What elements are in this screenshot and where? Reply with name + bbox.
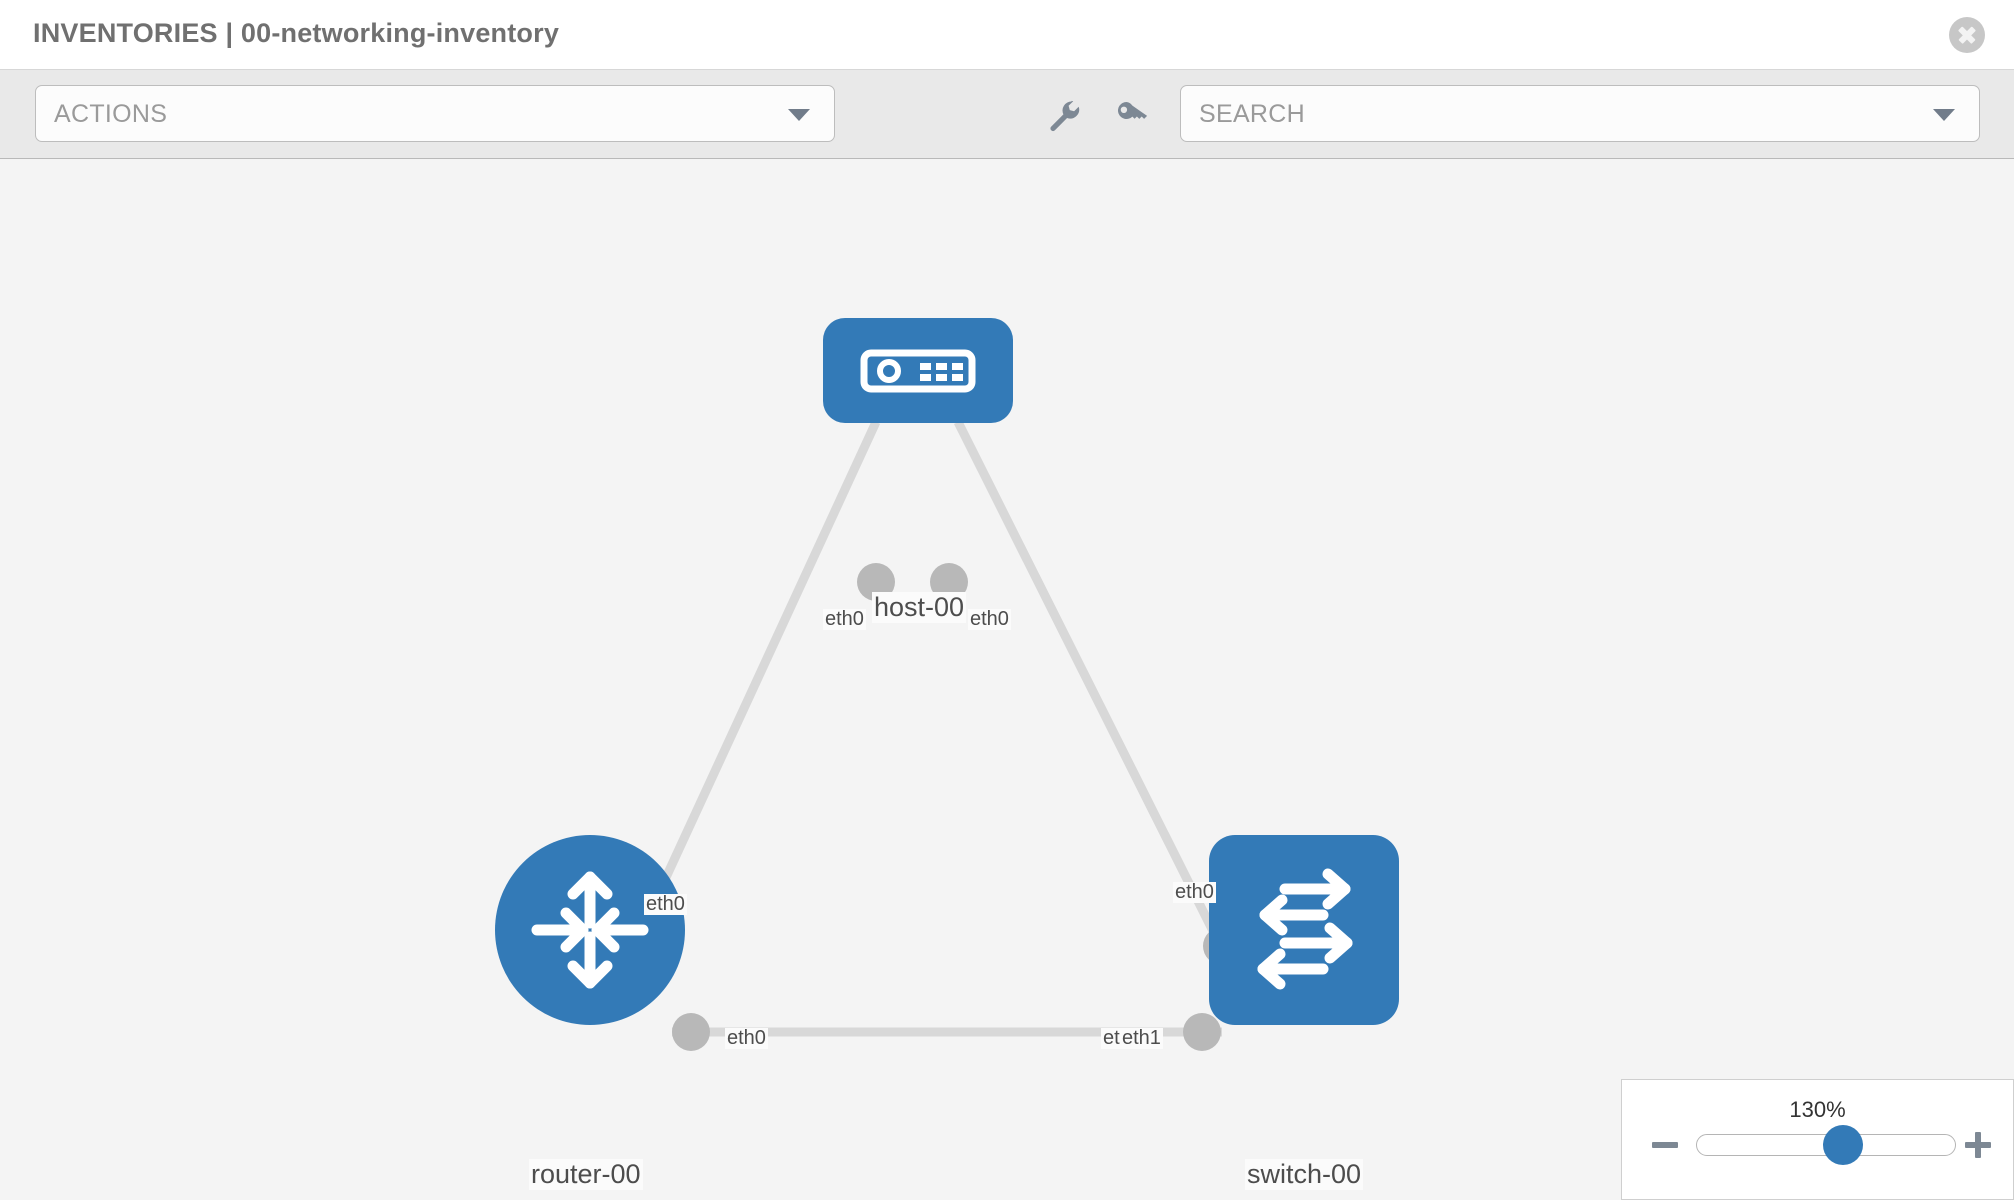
interface-label-router-uplink: eth0 <box>644 893 687 915</box>
toolbar: ACTIONS SEARCH <box>0 70 2014 159</box>
plus-icon[interactable] <box>1965 1132 1991 1158</box>
search-placeholder: SEARCH <box>1199 100 1305 128</box>
router-arrows-icon <box>531 871 649 989</box>
interface-label-host-left: eth0 <box>823 608 866 630</box>
topology-canvas[interactable]: host-00 router-00 switch-00 eth0 eth0 et… <box>0 159 2014 1200</box>
chevron-down-icon <box>788 109 810 121</box>
topology-links <box>628 419 1227 1037</box>
node-label-router-00: router-00 <box>529 1159 643 1190</box>
interface-label-router-right: eth0 <box>725 1027 768 1049</box>
actions-dropdown[interactable]: ACTIONS <box>35 85 835 142</box>
search-input[interactable]: SEARCH <box>1180 85 1980 142</box>
topology-node-router-00[interactable] <box>495 835 685 1025</box>
zoom-slider-thumb[interactable] <box>1823 1125 1863 1165</box>
close-icon[interactable] <box>1949 17 1985 53</box>
zoom-level-value: 130% <box>1789 1097 1846 1122</box>
connector-nub[interactable] <box>672 1013 710 1051</box>
interface-label-switch-left-b: eth1 <box>1120 1027 1163 1049</box>
node-label-host-00: host-00 <box>872 592 967 623</box>
node-label-switch-00: switch-00 <box>1245 1159 1364 1190</box>
actions-dropdown-label: ACTIONS <box>54 100 168 128</box>
topology-node-switch-00[interactable] <box>1209 835 1399 1025</box>
topology-node-host-00[interactable] <box>823 318 1013 423</box>
key-icon[interactable] <box>1113 97 1149 133</box>
page-title: INVENTORIES | 00-networking-inventory <box>33 18 560 48</box>
switch-arrows-icon <box>1257 868 1353 990</box>
zoom-control-panel: 130% <box>1621 1079 2014 1200</box>
wrench-icon[interactable] <box>1046 97 1082 133</box>
connector-nub[interactable] <box>1183 1013 1221 1051</box>
server-icon <box>860 349 976 392</box>
minus-icon[interactable] <box>1652 1132 1678 1158</box>
interface-label-switch-uplink: eth0 <box>1173 881 1216 903</box>
page-header: INVENTORIES | 00-networking-inventory <box>0 0 2014 70</box>
chevron-down-icon[interactable] <box>1933 109 1955 121</box>
interface-label-host-right: eth0 <box>968 608 1011 630</box>
